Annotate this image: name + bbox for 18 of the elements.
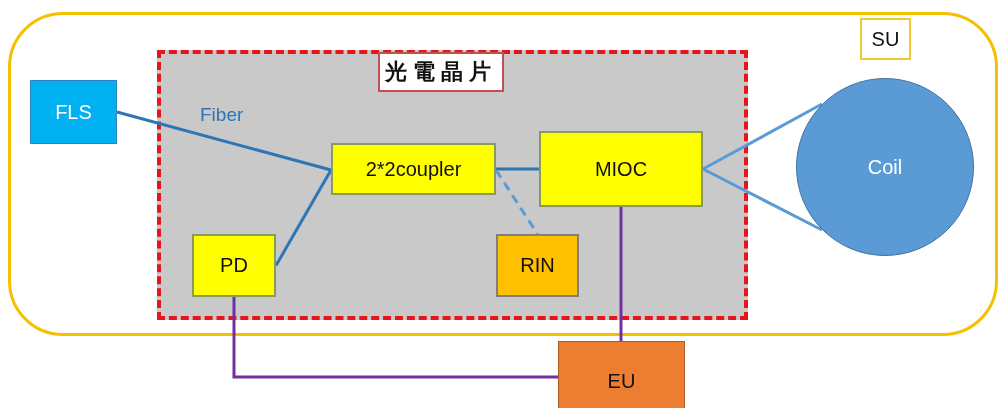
unit-label: SU xyxy=(860,18,911,60)
detector-box: PD xyxy=(192,234,276,297)
unit-band xyxy=(8,12,998,336)
noise-box: RIN xyxy=(496,234,579,297)
connector-line xyxy=(232,297,558,379)
connector-line xyxy=(702,102,823,171)
modulator-box: MIOC xyxy=(539,131,703,207)
chip-title: 光電晶片 xyxy=(378,52,504,92)
connector-line xyxy=(116,110,332,172)
connector-line xyxy=(702,167,823,232)
source-box: FLS xyxy=(30,80,117,144)
coil-circle: Coil xyxy=(796,78,974,256)
connector-line xyxy=(496,167,539,171)
connector-line xyxy=(619,207,623,341)
coupler-box: 2*2coupler xyxy=(331,143,496,195)
unit-box: EU xyxy=(558,341,685,408)
chip-region xyxy=(157,50,748,320)
edge-label: Fiber xyxy=(200,104,244,126)
